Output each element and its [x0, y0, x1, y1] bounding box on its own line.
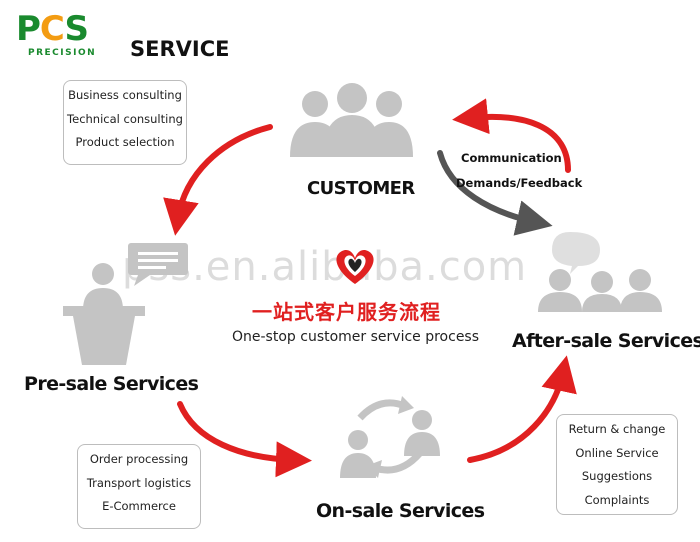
presale-box-item: Technical consulting: [67, 111, 183, 126]
onsale-box: Order processing Transport logistics E-C…: [77, 444, 201, 529]
pcs-logo: PCS PRECISION: [16, 12, 96, 58]
presale-box: Business consulting Technical consulting…: [63, 80, 187, 165]
aftersale-box-item: Suggestions: [581, 469, 653, 483]
aftersale-box: Return & change Online Service Suggestio…: [556, 414, 678, 515]
logo-sub: PRECISION: [28, 48, 97, 58]
support-team-icon: [538, 232, 662, 312]
heart-logo-icon: [336, 249, 374, 284]
arrow-onsale-to-aftersale: [467, 355, 577, 463]
aftersale-box-item: Complaints: [584, 492, 650, 507]
stage-pre-sale: Pre-sale Services: [24, 373, 199, 395]
feedback-label-communication: Communication: [461, 151, 562, 165]
page-title: SERVICE: [130, 37, 230, 61]
stage-on-sale: On-sale Services: [316, 500, 485, 522]
stage-after-sale: After-sale Services: [512, 330, 700, 352]
logo-main: PCS: [16, 9, 89, 49]
stage-customer: CUSTOMER: [307, 178, 415, 199]
presale-box-item: Business consulting: [68, 88, 182, 102]
aftersale-box-item: Online Service: [575, 445, 659, 460]
speaker-podium-icon: [63, 243, 188, 365]
arrow-customer-to-presale: [163, 124, 273, 236]
watermark: pss.en.alibaba.com: [122, 244, 528, 290]
arrow-presale-to-onsale: [177, 401, 312, 478]
cycle-people-icon: [340, 396, 440, 478]
arrow-feedback-to-customer: [452, 98, 571, 173]
center-title-cn: 一站式客户服务流程: [252, 300, 441, 324]
presale-box-item: Product selection: [75, 135, 175, 149]
onsale-box-item: E-Commerce: [102, 499, 176, 513]
feedback-label-demands: Demands/Feedback: [456, 176, 583, 190]
people-group-icon: [290, 83, 413, 157]
center-title-en: One-stop customer service process: [232, 329, 480, 345]
arrow-customer-to-aftersale: [437, 150, 553, 236]
onsale-box-item: Transport logistics: [86, 475, 192, 490]
onsale-box-item: Order processing: [89, 452, 189, 466]
aftersale-box-item: Return & change: [568, 422, 666, 436]
